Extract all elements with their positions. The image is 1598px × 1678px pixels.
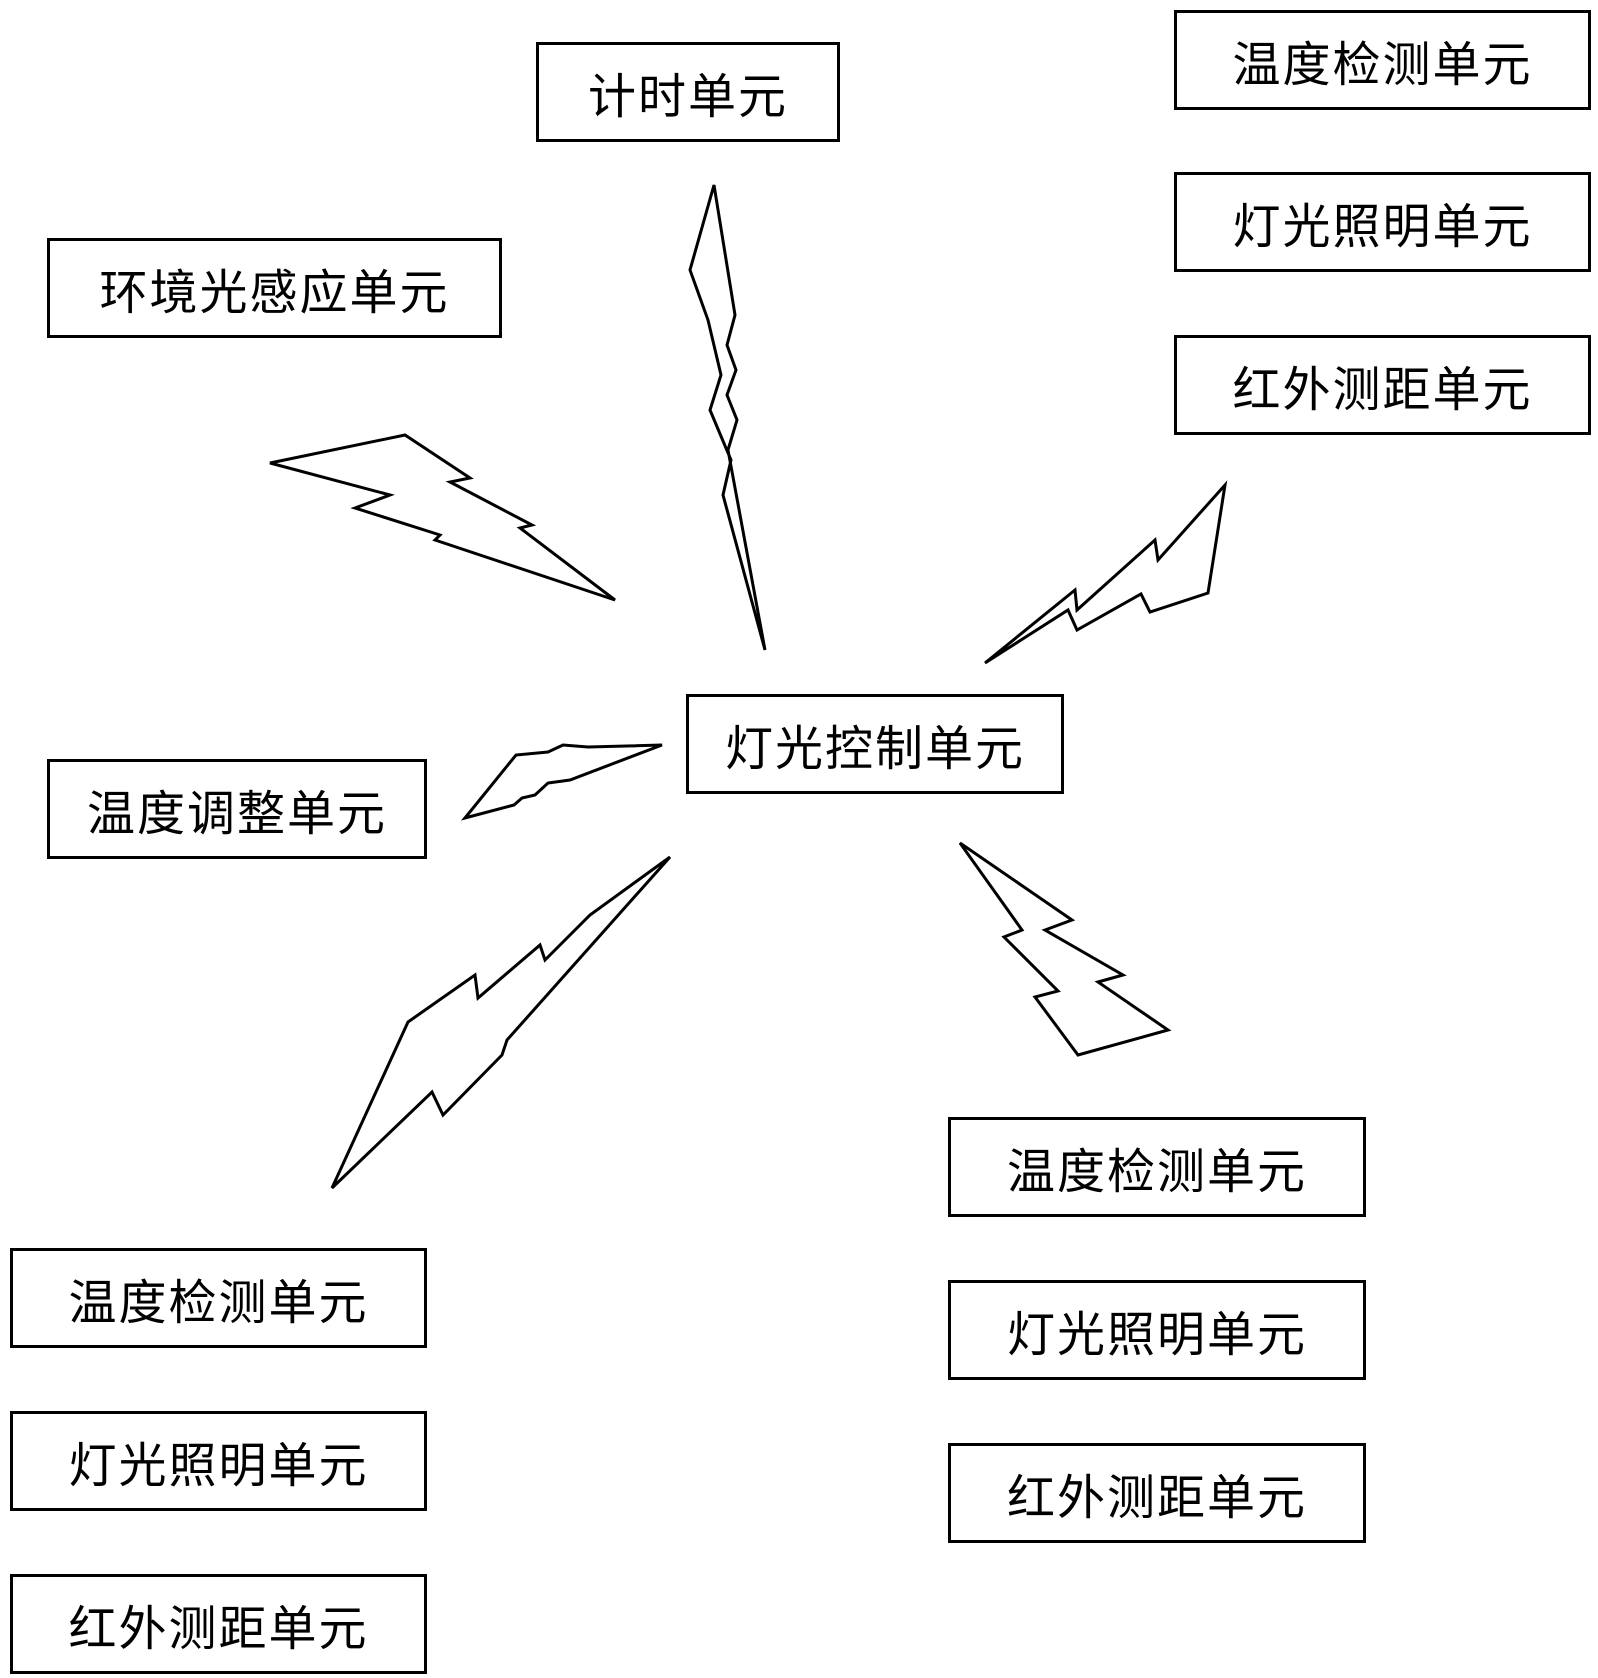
wireless-link-ambient [270, 435, 615, 600]
infrared-ranging-unit: 红外测距单元 [10, 1574, 427, 1674]
timer-unit: 计时单元 [536, 42, 840, 142]
lighting-unit: 灯光照明单元 [10, 1411, 427, 1511]
temperature-adjustment-unit: 温度调整单元 [47, 759, 427, 859]
temperature-detection-unit: 温度检测单元 [1174, 10, 1591, 110]
wireless-link-top-right [985, 485, 1225, 663]
temperature-detection-unit: 温度检测单元 [948, 1117, 1366, 1217]
wireless-link-temp-adjust [465, 745, 662, 818]
lighting-unit: 灯光照明单元 [1174, 172, 1591, 272]
infrared-ranging-unit: 红外测距单元 [948, 1443, 1366, 1543]
wireless-link-bottom-left [332, 857, 670, 1188]
infrared-ranging-unit: 红外测距单元 [1174, 335, 1591, 435]
lighting-unit: 灯光照明单元 [948, 1280, 1366, 1380]
wireless-link-bottom-right [960, 843, 1168, 1055]
temperature-detection-unit: 温度检测单元 [10, 1248, 427, 1348]
wireless-link-timer [690, 185, 765, 650]
light-control-unit-center: 灯光控制单元 [686, 694, 1064, 794]
ambient-light-sensing-unit: 环境光感应单元 [47, 238, 502, 338]
